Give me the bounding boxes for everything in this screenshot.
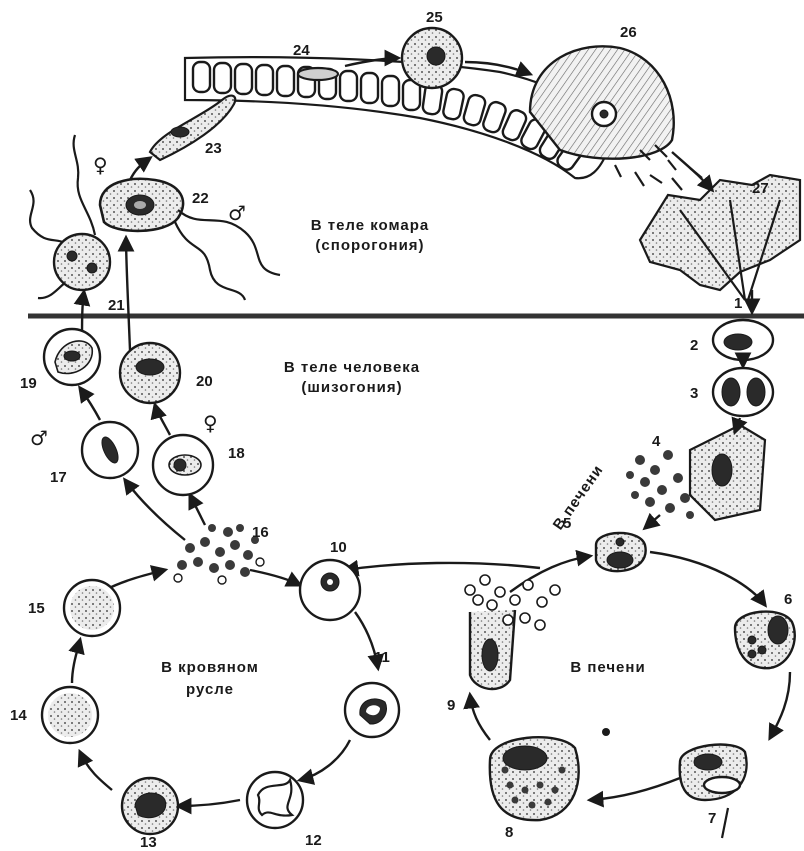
ookinete [150, 96, 235, 160]
stage-number-27: 27 [752, 180, 769, 197]
stage-number-7: 7 [708, 810, 716, 827]
liver-cell-stage-8 [490, 737, 579, 820]
oocyst-cell [402, 28, 462, 88]
liver-cell-stage-6 [735, 612, 795, 669]
arrow-22-23 [130, 158, 150, 180]
svg-text:(спорогония): (спорогония) [315, 237, 424, 254]
liver-cell-stage-3 [713, 368, 773, 416]
arrow-liver-to-blood [345, 563, 540, 570]
erythrocyte-stage-12 [247, 772, 303, 828]
stage-number-18: 18 [228, 445, 245, 462]
stage-number-8: 8 [505, 824, 513, 841]
stage-number-4: 4 [652, 433, 661, 450]
svg-text:русле: русле [186, 681, 234, 698]
stage-number-22: 22 [192, 190, 209, 207]
stage-number-15: 15 [28, 600, 45, 617]
female-symbol-18: ♀ [203, 411, 218, 435]
arrow-4-5 [645, 515, 660, 528]
stage-number-25: 25 [426, 9, 443, 26]
svg-text:В теле комара: В теле комара [311, 217, 430, 234]
liver-tissue-stage-4 [626, 425, 765, 520]
erythrocyte-stage-15 [64, 580, 120, 636]
stage-number-9: 9 [447, 697, 455, 714]
region-label-mosquito: В теле комара (спорогония) [311, 217, 430, 254]
stage-number-13: 13 [140, 834, 157, 851]
arrow-human-to-22 [126, 238, 130, 350]
svg-text:В теле человека: В теле человека [284, 359, 420, 376]
liver-cell-stage-5 [596, 533, 646, 571]
erythrocyte-stage-14 [42, 687, 98, 743]
erythrocyte-stage-13 [122, 778, 178, 834]
salivary-gland [640, 175, 800, 312]
stage-number-11: 11 [374, 649, 390, 666]
stage-number-2: 2 [690, 337, 698, 354]
gametocyte-stage-20 [120, 343, 180, 403]
erythrocyte-stage-11 [345, 683, 399, 737]
stage-number-26: 26 [620, 24, 637, 41]
stage-number-6: 6 [784, 591, 792, 608]
stage-number-21: 21 [108, 297, 125, 314]
stage-number-24: 24 [293, 42, 310, 59]
stage-number-20: 20 [196, 373, 213, 390]
merozoite-cluster [174, 524, 264, 584]
stage-number-5: 5 [563, 515, 571, 532]
stage-number-12: 12 [305, 832, 322, 849]
liver-cell-stage-2 [713, 320, 773, 360]
ookinete-in-wall [298, 68, 338, 80]
female-symbol-22: ♀ [93, 153, 108, 177]
stage-number-3: 3 [690, 385, 698, 402]
stage-number-1: 1 [734, 295, 742, 312]
microgametocyte [54, 234, 110, 290]
region-label-to-liver: В печени [550, 462, 607, 533]
male-symbol-22: ♂ [228, 201, 246, 225]
region-label-liver-cycle: В печени [570, 659, 645, 676]
stage-number-23: 23 [205, 140, 222, 157]
erythrocyte-stage-10 [300, 560, 360, 620]
mature-oocyst-cell [530, 46, 702, 190]
stage-number-16: 16 [252, 524, 269, 541]
stage-number-19: 19 [20, 375, 37, 392]
stage-number-10: 10 [330, 539, 347, 556]
male-symbol-17: ♂ [30, 426, 48, 450]
arrow-18-20 [155, 405, 170, 435]
female-gamete-cell [100, 179, 183, 231]
stage-number-17: 17 [50, 469, 67, 486]
region-label-blood: В кровяном русле [161, 659, 259, 698]
region-label-human: В теле человека (шизогония) [284, 359, 420, 396]
stage-number-14: 14 [10, 707, 27, 724]
male-gametocyte-stage-17 [82, 422, 138, 478]
svg-text:В кровяном: В кровяном [161, 659, 259, 676]
arrow-16-18 [190, 495, 205, 525]
arrow-17-19 [80, 388, 100, 420]
liver-cell-stage-9-burst [465, 575, 560, 689]
female-gametocyte-stage-18 [153, 435, 213, 495]
svg-text:(шизогония): (шизогония) [301, 379, 402, 396]
gametocyte-stage-19 [44, 329, 100, 385]
